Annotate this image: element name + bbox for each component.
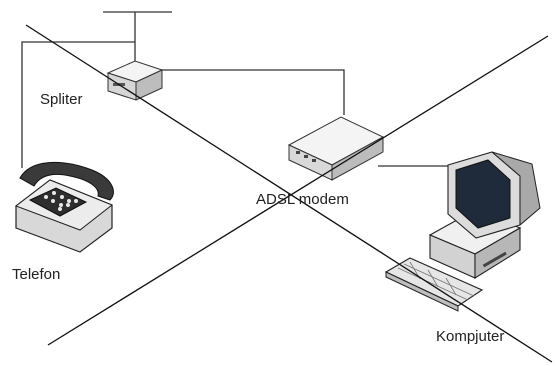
label-modem: ADSL modem <box>256 191 349 208</box>
line-splitter-to-modem <box>150 69 345 115</box>
computer-icon <box>428 151 541 279</box>
crossed-out-lines <box>25 24 553 363</box>
label-computer: Kompjuter <box>436 328 504 345</box>
line-splitter-to-phone <box>21 41 135 168</box>
label-splitter: Spliter <box>40 91 83 108</box>
label-telephone: Telefon <box>12 266 60 283</box>
modem-icon <box>287 116 385 181</box>
connection-lines <box>21 11 460 168</box>
incoming-line <box>103 11 172 42</box>
telephone-icon <box>14 161 114 253</box>
